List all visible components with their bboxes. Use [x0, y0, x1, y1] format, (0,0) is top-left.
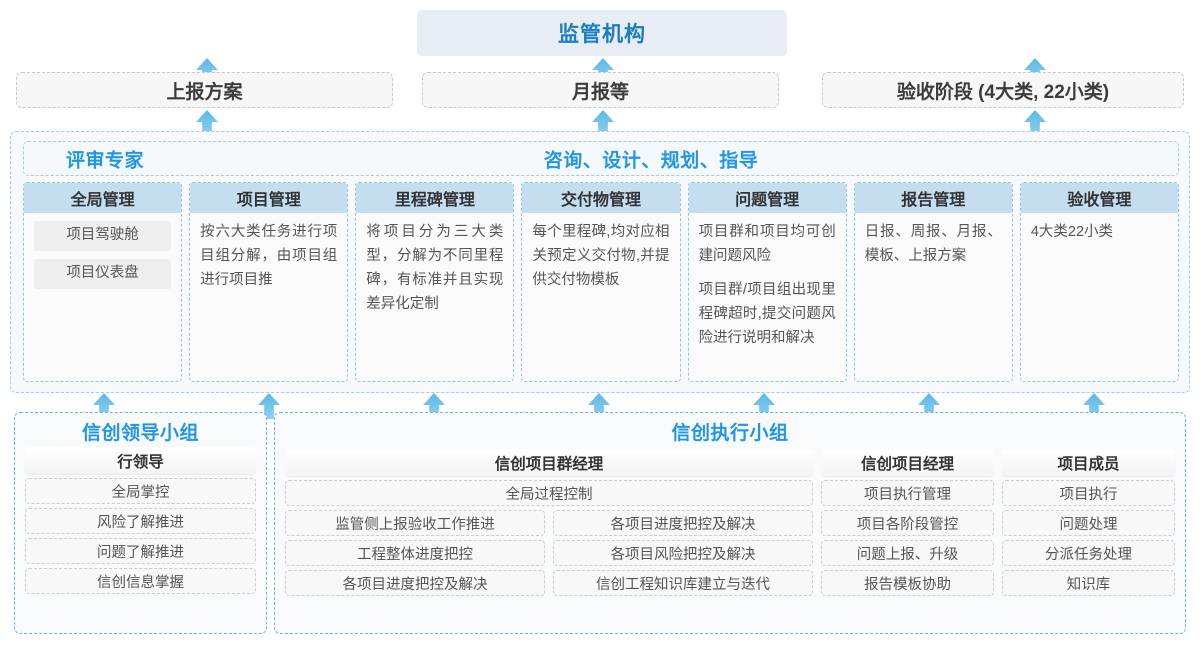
- task-item[interactable]: 全局掌控: [25, 478, 256, 504]
- card-project-management[interactable]: 项目管理 按六大类任务进行项目组分解，由项目组进行项目推: [189, 182, 349, 382]
- card-body: 4大类22小类: [1021, 213, 1178, 381]
- program-manager-right-tasks: 各项目进度把控及解决 各项目风险把控及解决 信创工程知识库建立与迭代: [553, 510, 813, 596]
- role-bank-leader: 行领导: [25, 447, 256, 474]
- card-title: 交付物管理: [522, 183, 680, 213]
- card-title: 里程碑管理: [356, 183, 514, 213]
- management-cards: 全局管理 项目驾驶舱 项目仪表盘 项目管理 按六大类任务进行项目组分解，由项目组…: [23, 182, 1179, 382]
- card-paragraph: 按六大类任务进行项目组分解，由项目组进行项目推: [200, 224, 338, 288]
- task-item[interactable]: 项目执行管理: [821, 480, 994, 506]
- card-title: 项目管理: [190, 183, 348, 213]
- card-deliverable-management[interactable]: 交付物管理 每个里程碑,均对应相关预定义交付物,并提供交付物模板: [521, 182, 681, 382]
- card-milestone-management[interactable]: 里程碑管理 将项目分为三大类型，分解为不同里程碑，有标准并且实现差异化定制: [355, 182, 515, 382]
- task-item[interactable]: 工程整体进度把控: [285, 540, 545, 566]
- task-item[interactable]: 风险了解推进: [25, 508, 256, 534]
- task-item[interactable]: 各项目进度把控及解决: [553, 510, 813, 536]
- task-item[interactable]: 全局过程控制: [285, 480, 813, 506]
- task-item[interactable]: 报告模板协助: [821, 570, 994, 596]
- task-item[interactable]: 监管侧上报验收工作推进: [285, 510, 545, 536]
- report-box-acceptance: 验收阶段 (4大类, 22小类): [822, 72, 1184, 108]
- task-item[interactable]: 知识库: [1002, 570, 1175, 596]
- task-item[interactable]: 问题上报、升级: [821, 540, 994, 566]
- task-item[interactable]: 分派任务处理: [1002, 540, 1175, 566]
- role-program-manager: 信创项目群经理: [285, 449, 813, 476]
- card-paragraph: 将项目分为三大类型，分解为不同里程碑，有标准并且实现差异化定制: [366, 224, 504, 312]
- task-item[interactable]: 各项目风险把控及解决: [553, 540, 813, 566]
- execution-columns: 信创项目群经理 全局过程控制 监管侧上报验收工作推进 工程整体进度把控 各项目进…: [285, 449, 1175, 596]
- card-body: 项目驾驶舱 项目仪表盘: [24, 213, 181, 381]
- card-paragraph: 项目群/项目组出现里程碑超时,提交问题风险进行说明和解决: [698, 281, 836, 346]
- card-body: 日报、周报、月报、模板、上报方案: [855, 213, 1012, 381]
- task-item[interactable]: 问题处理: [1002, 510, 1175, 536]
- card-body: 每个里程碑,均对应相关预定义交付物,并提供交付物模板: [522, 213, 679, 381]
- card-acceptance-management[interactable]: 验收管理 4大类22小类: [1019, 182, 1179, 382]
- program-manager-left-tasks: 监管侧上报验收工作推进 工程整体进度把控 各项目进度把控及解决: [285, 510, 545, 596]
- leadership-group-panel: 信创领导小组 行领导 全局掌控 风险了解推进 问题了解推进 信创信息掌握: [14, 412, 267, 634]
- project-manager-column: 信创项目经理 项目执行管理 项目各阶段管控 问题上报、升级 报告模板协助: [821, 449, 994, 596]
- role-project-member: 项目成员: [1002, 449, 1175, 476]
- advisory-band: 评审专家 咨询、设计、规划、指导: [23, 141, 1179, 176]
- card-body: 项目群和项目均可创建问题风险 项目群/项目组出现里程碑超时,提交问题风险进行说明…: [689, 213, 846, 381]
- execution-group-title: 信创执行小组: [671, 423, 789, 444]
- advisory-services-label: 咨询、设计、规划、指导: [543, 150, 759, 171]
- card-body: 按六大类任务进行项目组分解，由项目组进行项目推: [190, 213, 347, 381]
- task-item[interactable]: 信创信息掌握: [25, 568, 256, 594]
- program-manager-column: 信创项目群经理 全局过程控制 监管侧上报验收工作推进 工程整体进度把控 各项目进…: [285, 449, 813, 596]
- task-item[interactable]: 项目执行: [1002, 480, 1175, 506]
- card-paragraph: 4大类22小类: [1030, 224, 1114, 240]
- task-item[interactable]: 问题了解推进: [25, 538, 256, 564]
- regulator-label: 监管机构: [558, 23, 646, 46]
- card-title: 全局管理: [24, 183, 182, 213]
- card-body: 将项目分为三大类型，分解为不同里程碑，有标准并且实现差异化定制: [356, 213, 513, 381]
- card-global-management[interactable]: 全局管理 项目驾驶舱 项目仪表盘: [23, 182, 183, 382]
- card-report-management[interactable]: 报告管理 日报、周报、月报、模板、上报方案: [853, 182, 1013, 382]
- card-paragraph: 每个里程碑,均对应相关预定义交付物,并提供交付物模板: [532, 224, 670, 288]
- card-title: 验收管理: [1020, 183, 1178, 213]
- card-issue-management[interactable]: 问题管理 项目群和项目均可创建问题风险 项目群/项目组出现里程碑超时,提交问题风…: [687, 182, 847, 382]
- review-experts-label: 评审专家: [66, 150, 145, 171]
- report-box-monthly: 月报等: [422, 72, 779, 108]
- project-member-column: 项目成员 项目执行 问题处理 分派任务处理 知识库: [1002, 449, 1175, 596]
- execution-group-panel: 信创执行小组 信创项目群经理 全局过程控制 监管侧上报验收工作推进 工程整体进度…: [274, 412, 1186, 634]
- role-project-manager: 信创项目经理: [821, 449, 994, 476]
- regulator-box: 监管机构: [417, 10, 787, 56]
- report-box-label: 上报方案: [166, 81, 243, 103]
- report-box-label: 月报等: [571, 81, 629, 103]
- card-paragraph: 日报、周报、月报、模板、上报方案: [864, 224, 1002, 264]
- task-item[interactable]: 信创工程知识库建立与迭代: [553, 570, 813, 596]
- program-manager-task-split: 监管侧上报验收工作推进 工程整体进度把控 各项目进度把控及解决 各项目进度把控及…: [285, 510, 813, 596]
- card-title: 问题管理: [688, 183, 846, 213]
- task-item[interactable]: 各项目进度把控及解决: [285, 570, 545, 596]
- card-pill[interactable]: 项目驾驶舱: [34, 221, 172, 251]
- task-item[interactable]: 项目各阶段管控: [821, 510, 994, 536]
- platform-panel: 评审专家 咨询、设计、规划、指导 全局管理 项目驾驶舱 项目仪表盘 项目管理 按…: [10, 131, 1190, 393]
- card-title: 报告管理: [854, 183, 1012, 213]
- card-pill[interactable]: 项目仪表盘: [34, 259, 172, 289]
- report-box-label: 验收阶段 (4大类, 22小类): [896, 81, 1110, 103]
- card-paragraph: 项目群和项目均可创建问题风险: [698, 224, 836, 264]
- report-box-plan: 上报方案: [16, 72, 393, 108]
- leadership-group-title: 信创领导小组: [81, 423, 199, 444]
